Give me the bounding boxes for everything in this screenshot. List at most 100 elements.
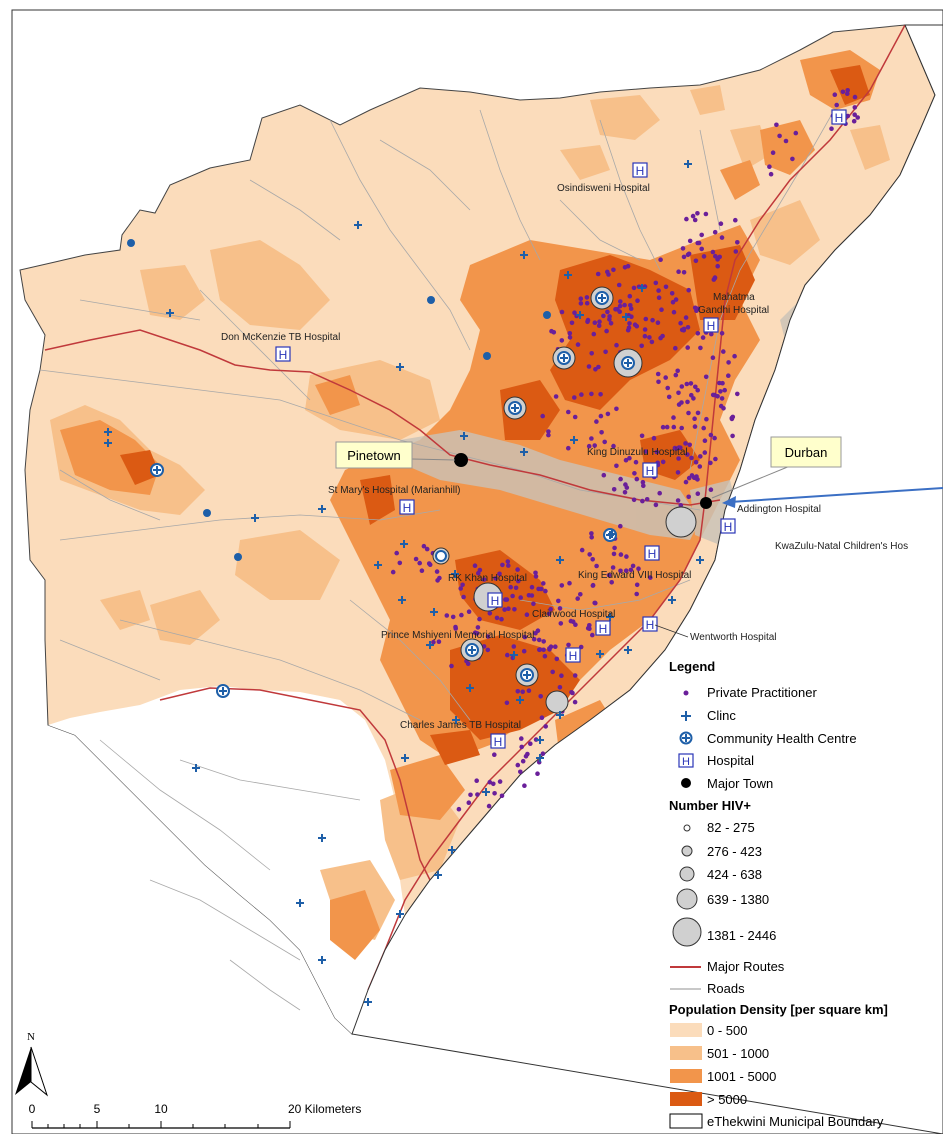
private-practitioner-dot[interactable]	[589, 436, 594, 441]
private-practitioner-dot[interactable]	[660, 424, 666, 430]
clinic-cross[interactable]	[251, 514, 259, 522]
private-practitioner-dot[interactable]	[592, 600, 597, 606]
private-practitioner-dot[interactable]	[499, 793, 505, 799]
private-practitioner-dot[interactable]	[435, 578, 440, 583]
private-practitioner-dot[interactable]	[627, 455, 632, 461]
private-practitioner-dot[interactable]	[511, 644, 517, 649]
private-practitioner-dot[interactable]	[590, 583, 596, 588]
private-practitioner-dot[interactable]	[627, 293, 633, 299]
clinic-cross[interactable]	[318, 956, 326, 964]
private-practitioner-dot[interactable]	[690, 213, 696, 219]
clinic-cross[interactable]	[668, 596, 676, 604]
private-practitioner-dot[interactable]	[663, 375, 668, 380]
private-practitioner-dot[interactable]	[669, 291, 675, 296]
private-practitioner-dot[interactable]	[641, 483, 646, 489]
private-practitioner-dot[interactable]	[548, 606, 553, 612]
private-practitioner-dot[interactable]	[618, 523, 623, 529]
private-practitioner-dot[interactable]	[518, 769, 523, 775]
private-practitioner-dot[interactable]	[606, 573, 612, 578]
private-practitioner-dot[interactable]	[790, 156, 795, 162]
private-practitioner-dot[interactable]	[541, 581, 546, 586]
private-practitioner-dot[interactable]	[553, 644, 558, 649]
private-practitioner-dot[interactable]	[665, 385, 670, 391]
private-practitioner-dot[interactable]	[590, 632, 595, 638]
private-practitioner-dot[interactable]	[492, 791, 497, 796]
private-practitioner-dot[interactable]	[476, 570, 481, 576]
private-practitioner-dot[interactable]	[851, 118, 857, 124]
private-practitioner-dot[interactable]	[628, 567, 634, 573]
private-practitioner-dot[interactable]	[394, 550, 400, 556]
private-practitioner-dot[interactable]	[675, 498, 681, 503]
private-practitioner-dot[interactable]	[675, 470, 681, 475]
chc-marker[interactable]	[503, 396, 527, 420]
private-practitioner-dot[interactable]	[390, 569, 396, 575]
private-practitioner-dot[interactable]	[622, 302, 627, 308]
clinic-cross[interactable]	[452, 716, 460, 724]
clinic-cross[interactable]	[318, 505, 326, 513]
private-practitioner-dot[interactable]	[598, 413, 604, 419]
private-practitioner-dot[interactable]	[601, 472, 607, 478]
private-practitioner-dot[interactable]	[673, 297, 679, 302]
clinic-cross[interactable]	[608, 530, 616, 538]
private-practitioner-dot[interactable]	[436, 639, 442, 644]
private-practitioner-dot[interactable]	[639, 433, 645, 439]
private-practitioner-dot[interactable]	[434, 569, 440, 574]
private-practitioner-dot[interactable]	[616, 282, 622, 288]
clinic-cross[interactable]	[460, 432, 468, 440]
private-practitioner-dot[interactable]	[559, 583, 565, 588]
private-practitioner-dot[interactable]	[611, 267, 616, 273]
private-practitioner-dot[interactable]	[614, 406, 619, 412]
clinic-cross[interactable]	[374, 561, 382, 569]
private-practitioner-dot[interactable]	[651, 435, 657, 441]
chc-marker[interactable]	[552, 346, 576, 370]
private-practitioner-dot[interactable]	[538, 694, 543, 699]
private-practitioner-dot[interactable]	[852, 94, 858, 100]
private-practitioner-dot[interactable]	[540, 413, 545, 419]
private-practitioner-dot[interactable]	[579, 547, 585, 553]
private-practitioner-dot[interactable]	[533, 570, 538, 576]
hospital-marker[interactable]: H	[644, 545, 660, 561]
clinic-cross[interactable]	[400, 540, 408, 548]
hospital-marker[interactable]: H	[487, 592, 503, 608]
private-practitioner-dot[interactable]	[578, 592, 583, 597]
private-practitioner-dot[interactable]	[491, 781, 496, 787]
clinic-cross[interactable]	[434, 871, 442, 879]
private-practitioner-dot[interactable]	[686, 475, 692, 481]
private-practitioner-dot[interactable]	[497, 779, 503, 784]
private-practitioner-dot[interactable]	[468, 792, 473, 798]
private-practitioner-dot[interactable]	[699, 232, 704, 238]
private-practitioner-dot[interactable]	[421, 543, 427, 549]
private-practitioner-dot[interactable]	[679, 384, 685, 389]
private-practitioner-dot[interactable]	[697, 464, 703, 469]
hospital-marker[interactable]: H	[399, 499, 415, 515]
private-practitioner-dot[interactable]	[681, 326, 687, 332]
clinic-cross[interactable]	[430, 608, 438, 616]
clinic-cross[interactable]	[451, 570, 459, 578]
private-practitioner-dot[interactable]	[521, 648, 527, 654]
private-practitioner-dot[interactable]	[535, 628, 541, 633]
hospital-marker[interactable]: H	[275, 346, 291, 362]
private-practitioner-dot[interactable]	[547, 646, 552, 651]
private-practitioner-dot[interactable]	[710, 249, 716, 255]
private-practitioner-dot[interactable]	[513, 585, 519, 591]
private-practitioner-dot[interactable]	[634, 476, 640, 482]
private-practitioner-dot[interactable]	[693, 459, 699, 465]
hospital-marker[interactable]: H	[720, 518, 736, 534]
private-practitioner-dot[interactable]	[618, 299, 623, 304]
private-practitioner-dot[interactable]	[722, 387, 727, 393]
private-practitioner-dot[interactable]	[717, 380, 722, 386]
clinic-cross[interactable]	[570, 436, 578, 444]
private-practitioner-dot[interactable]	[487, 611, 493, 616]
private-practitioner-dot[interactable]	[474, 631, 480, 636]
private-practitioner-dot[interactable]	[526, 688, 532, 693]
private-practitioner-dot[interactable]	[453, 626, 459, 631]
clinic-cross[interactable]	[684, 160, 692, 168]
private-practitioner-dot[interactable]	[431, 639, 436, 645]
private-practitioner-dot[interactable]	[617, 303, 623, 309]
private-practitioner-dot[interactable]	[589, 391, 594, 397]
hospital-marker[interactable]: H	[831, 109, 847, 125]
private-practitioner-dot[interactable]	[845, 113, 851, 119]
private-practitioner-dot[interactable]	[631, 497, 637, 503]
private-practitioner-dot[interactable]	[698, 454, 703, 459]
private-practitioner-dot[interactable]	[477, 616, 482, 622]
